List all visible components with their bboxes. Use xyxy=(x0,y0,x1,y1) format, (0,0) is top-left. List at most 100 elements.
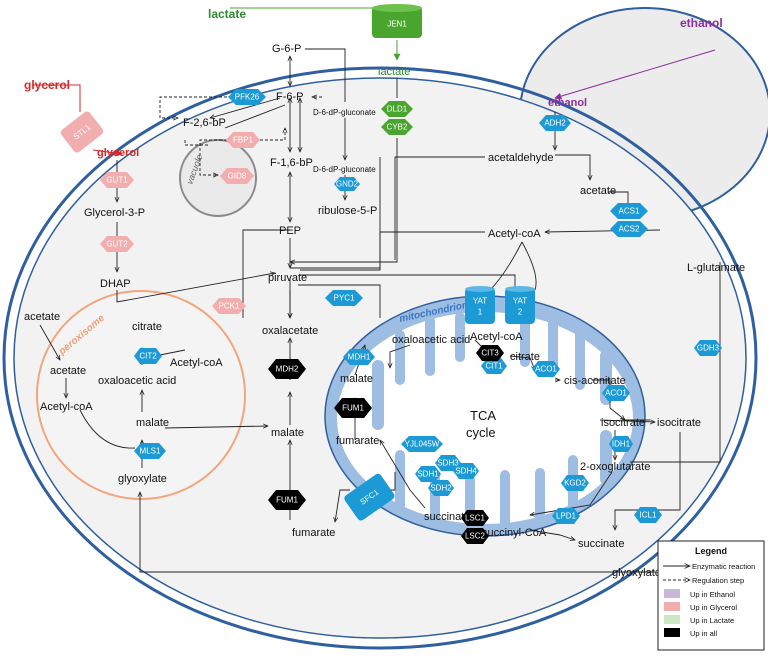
malate-cytosol: malate xyxy=(271,427,304,439)
fumarate-cytosol: fumarate xyxy=(292,527,335,539)
aco1-mito-enzyme: ACO1 xyxy=(532,361,560,377)
sdh1-enzyme: SDH1 xyxy=(415,466,441,482)
fbp1-label: FBP1 xyxy=(233,136,254,145)
ribulose5p: ribulose-5-P xyxy=(318,205,377,217)
fum1-cyto-enzyme: FUM1 xyxy=(268,490,306,510)
acetate-left: acetate xyxy=(24,311,60,323)
gut1-enzyme: GUT1 xyxy=(100,172,134,188)
cis-aconitate: cis-aconitate xyxy=(564,375,626,387)
sdh2-label: SDH2 xyxy=(430,484,452,493)
cyb2-label: CYB2 xyxy=(387,123,408,132)
cyb2-enzyme: CYB2 xyxy=(381,119,413,135)
succinylcoa: succinyl-CoA xyxy=(482,527,547,539)
legend-label-regulation: Regulation step xyxy=(692,576,744,585)
legend-swatch-glycerol xyxy=(664,602,680,611)
aco1-mito-label: ACO1 xyxy=(535,365,557,374)
succinate-mito: succinate xyxy=(424,511,470,523)
idh1-enzyme: IDH1 xyxy=(609,436,633,452)
succinate-cytosol: succinate xyxy=(578,538,624,550)
cycle-label: cycle xyxy=(466,425,496,440)
gid8-label: GID8 xyxy=(228,172,247,181)
pyc1-label: PYC1 xyxy=(334,294,355,303)
cit2-enzyme: CIT2 xyxy=(134,348,162,364)
acetate-peroxisome: acetate xyxy=(50,365,86,377)
pep: PEP xyxy=(279,225,301,237)
mitochondrion: mitochondrion xyxy=(324,295,646,537)
malate-mito: malate xyxy=(340,373,373,385)
oxoglutarate: 2-oxoglutarate xyxy=(580,461,650,473)
icl1-label: ICL1 xyxy=(640,511,657,520)
legend-swatch-ethanol xyxy=(664,589,680,598)
jen1-label: JEN1 xyxy=(387,20,407,29)
lsc2-label: LSC2 xyxy=(465,532,486,541)
lsc1-enzyme: LSC1 xyxy=(461,510,489,526)
fum1-mito-enzyme: FUM1 xyxy=(334,398,372,418)
sdh2-enzyme: SDH2 xyxy=(428,480,454,496)
cit1-enzyme: CIT1 xyxy=(481,358,507,374)
acetylcoa-cytosol: Acetyl-coA xyxy=(488,228,541,240)
dld1-enzyme: DLD1 xyxy=(381,101,413,117)
mls1-enzyme: MLS1 xyxy=(134,443,166,459)
l-glutamate: L-glutamate xyxy=(687,262,745,274)
idh1-label: IDH1 xyxy=(612,440,631,449)
pfk26-label: PFK26 xyxy=(235,93,260,102)
glycerol-external: glycerol xyxy=(24,78,70,92)
legend-label-all: Up in all xyxy=(690,629,717,638)
legend-title: Legend xyxy=(695,546,727,556)
legend-label-ethanol: Up in Ethanol xyxy=(690,590,735,599)
acs2-label: ACS2 xyxy=(619,225,640,234)
gnd2-label: GND2 xyxy=(336,180,359,189)
jen1-transporter: JEN1 xyxy=(372,4,422,38)
aco1-cyto-label: ACO1 xyxy=(605,389,627,398)
legend-swatch-all xyxy=(664,628,680,637)
fbp1-enzyme: FBP1 xyxy=(226,132,260,148)
yat1-transporter: YAT 1 xyxy=(465,286,495,324)
yat2-label: YAT xyxy=(513,297,527,306)
cit1-label: CIT1 xyxy=(485,362,503,371)
pfk26-enzyme: PFK26 xyxy=(228,89,266,105)
gut2-label: GUT2 xyxy=(106,240,128,249)
d6dpg-1: D-6-dP-gluconate xyxy=(313,108,376,117)
ethanol-external: ethanol xyxy=(680,16,723,30)
mdh2-label: MDH2 xyxy=(276,365,299,374)
acetylcoa-peroxisome-2: Acetyl-coA xyxy=(170,357,223,369)
glycerol-internal: glycerol xyxy=(97,147,139,159)
glyoxylate-bottom: glyoxylate xyxy=(612,567,661,579)
kgd2-label: KGD2 xyxy=(564,479,586,488)
gid8-enzyme: GID8 xyxy=(220,168,254,184)
g6p: G-6-P xyxy=(272,43,301,55)
isocitrate-mito: isocitrate xyxy=(601,417,645,429)
glyoxylate-peroxisome: glyoxylate xyxy=(118,473,167,485)
sfc1-transporter: SFC1 xyxy=(344,473,395,521)
isocitrate-cytosol: isocitrate xyxy=(657,417,701,429)
yat2-num: 2 xyxy=(518,308,523,317)
d6dpg-2: D-6-dP-gluconate xyxy=(313,165,376,174)
oaa-mito: oxaloacetic acid xyxy=(392,334,470,346)
glycerol3p: Glycerol-3-P xyxy=(84,207,145,219)
mls1-label: MLS1 xyxy=(140,447,161,456)
peroxisome xyxy=(36,290,246,500)
mdh2-enzyme: MDH2 xyxy=(268,359,306,379)
cit3-enzyme: CIT3 xyxy=(476,345,504,361)
icl1-enzyme: ICL1 xyxy=(634,507,662,523)
pyc1-enzyme: PYC1 xyxy=(325,290,363,306)
adh2-label: ADH2 xyxy=(544,119,566,128)
pck1-enzyme: PCK1 xyxy=(212,298,246,314)
lactate-external: lactate xyxy=(208,7,246,21)
yjl045w-enzyme: YJL045W xyxy=(401,436,443,452)
yjl045w-label: YJL045W xyxy=(405,440,440,449)
cell-membrane xyxy=(2,66,758,650)
fum1-mito-label: FUM1 xyxy=(342,404,364,413)
vacuole xyxy=(179,139,257,217)
acetylcoa-peroxisome: Acetyl-coA xyxy=(40,401,93,413)
yat1-label: YAT xyxy=(473,297,487,306)
f6p: F-6-P xyxy=(276,91,304,103)
fum1-cyto-label: FUM1 xyxy=(276,496,298,505)
sdh1-label: SDH1 xyxy=(417,470,439,479)
acetylcoa-mito: Acetyl-coA xyxy=(470,331,523,343)
fumarate-mito: fumarate xyxy=(336,435,379,447)
f16bp: F-1,6-bP xyxy=(270,157,313,169)
legend-label-lactate: Up in Lactate xyxy=(690,616,734,625)
gnd2-enzyme: GND2 xyxy=(334,177,360,191)
oaa-peroxisome: oxaloacetic acid xyxy=(98,375,176,387)
